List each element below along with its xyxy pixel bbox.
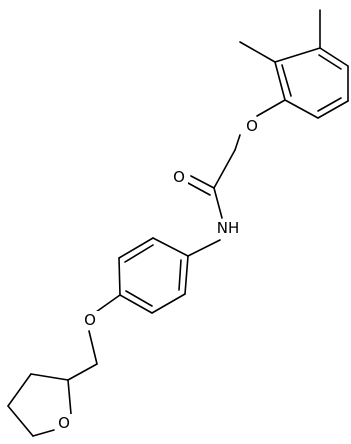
bond-ar1-3: [317, 100, 349, 119]
bond-ar2-5: [118, 237, 154, 259]
bond-ar1-o: [256, 99, 286, 117]
bond-ar2-4: [118, 257, 121, 296]
bond-ar1-inner-c: [281, 64, 292, 97]
bond-ring-4: [32, 429, 55, 437]
bond-ar2-2: [151, 293, 186, 314]
bond-ar1-5: [274, 61, 286, 101]
bond-ar2-inner-a: [178, 259, 182, 291]
bond-carbonyl-o-2: [187, 182, 211, 196]
bond-ch2-carbonyl: [213, 149, 236, 189]
bond-n-ar2: [187, 239, 221, 257]
bond-ar2-inner-b: [125, 290, 153, 307]
bond-ar1-6: [274, 47, 321, 63]
bonds: [7, 9, 349, 437]
bond-ar2-6: [152, 237, 189, 257]
bond-ar2-inner-c: [124, 244, 154, 263]
bond-carbonyl-o-1: [190, 175, 215, 189]
bond-ar1-4: [284, 99, 319, 119]
atom-labels: O O NH O O: [55, 117, 261, 432]
atom-nh: NH: [217, 219, 240, 237]
bond-ar2-3: [119, 294, 153, 314]
bond-carbonyl-n: [213, 187, 223, 219]
bond-o-ch2-lower: [88, 330, 98, 365]
bond-ch2-ring: [67, 363, 98, 381]
bond-ar1-inner-a: [318, 54, 342, 70]
bond-ring-3: [7, 405, 34, 437]
bond-ring-2: [7, 373, 32, 407]
bond-ar2-1: [184, 255, 189, 295]
bond-ring-5: [67, 379, 72, 415]
atom-o-ether-bottom: O: [84, 311, 96, 329]
bond-methyl-left: [239, 41, 276, 63]
atom-o-ring: O: [58, 414, 70, 432]
bond-o-ch2: [234, 134, 241, 151]
bond-ar1-1: [319, 47, 349, 67]
bond-ring-1: [30, 373, 69, 381]
atom-o-ether-top: O: [246, 117, 258, 135]
bond-ar1-inner-b: [317, 97, 342, 112]
bond-ar2-o: [95, 294, 121, 313]
atom-o-carbonyl: O: [173, 168, 185, 186]
